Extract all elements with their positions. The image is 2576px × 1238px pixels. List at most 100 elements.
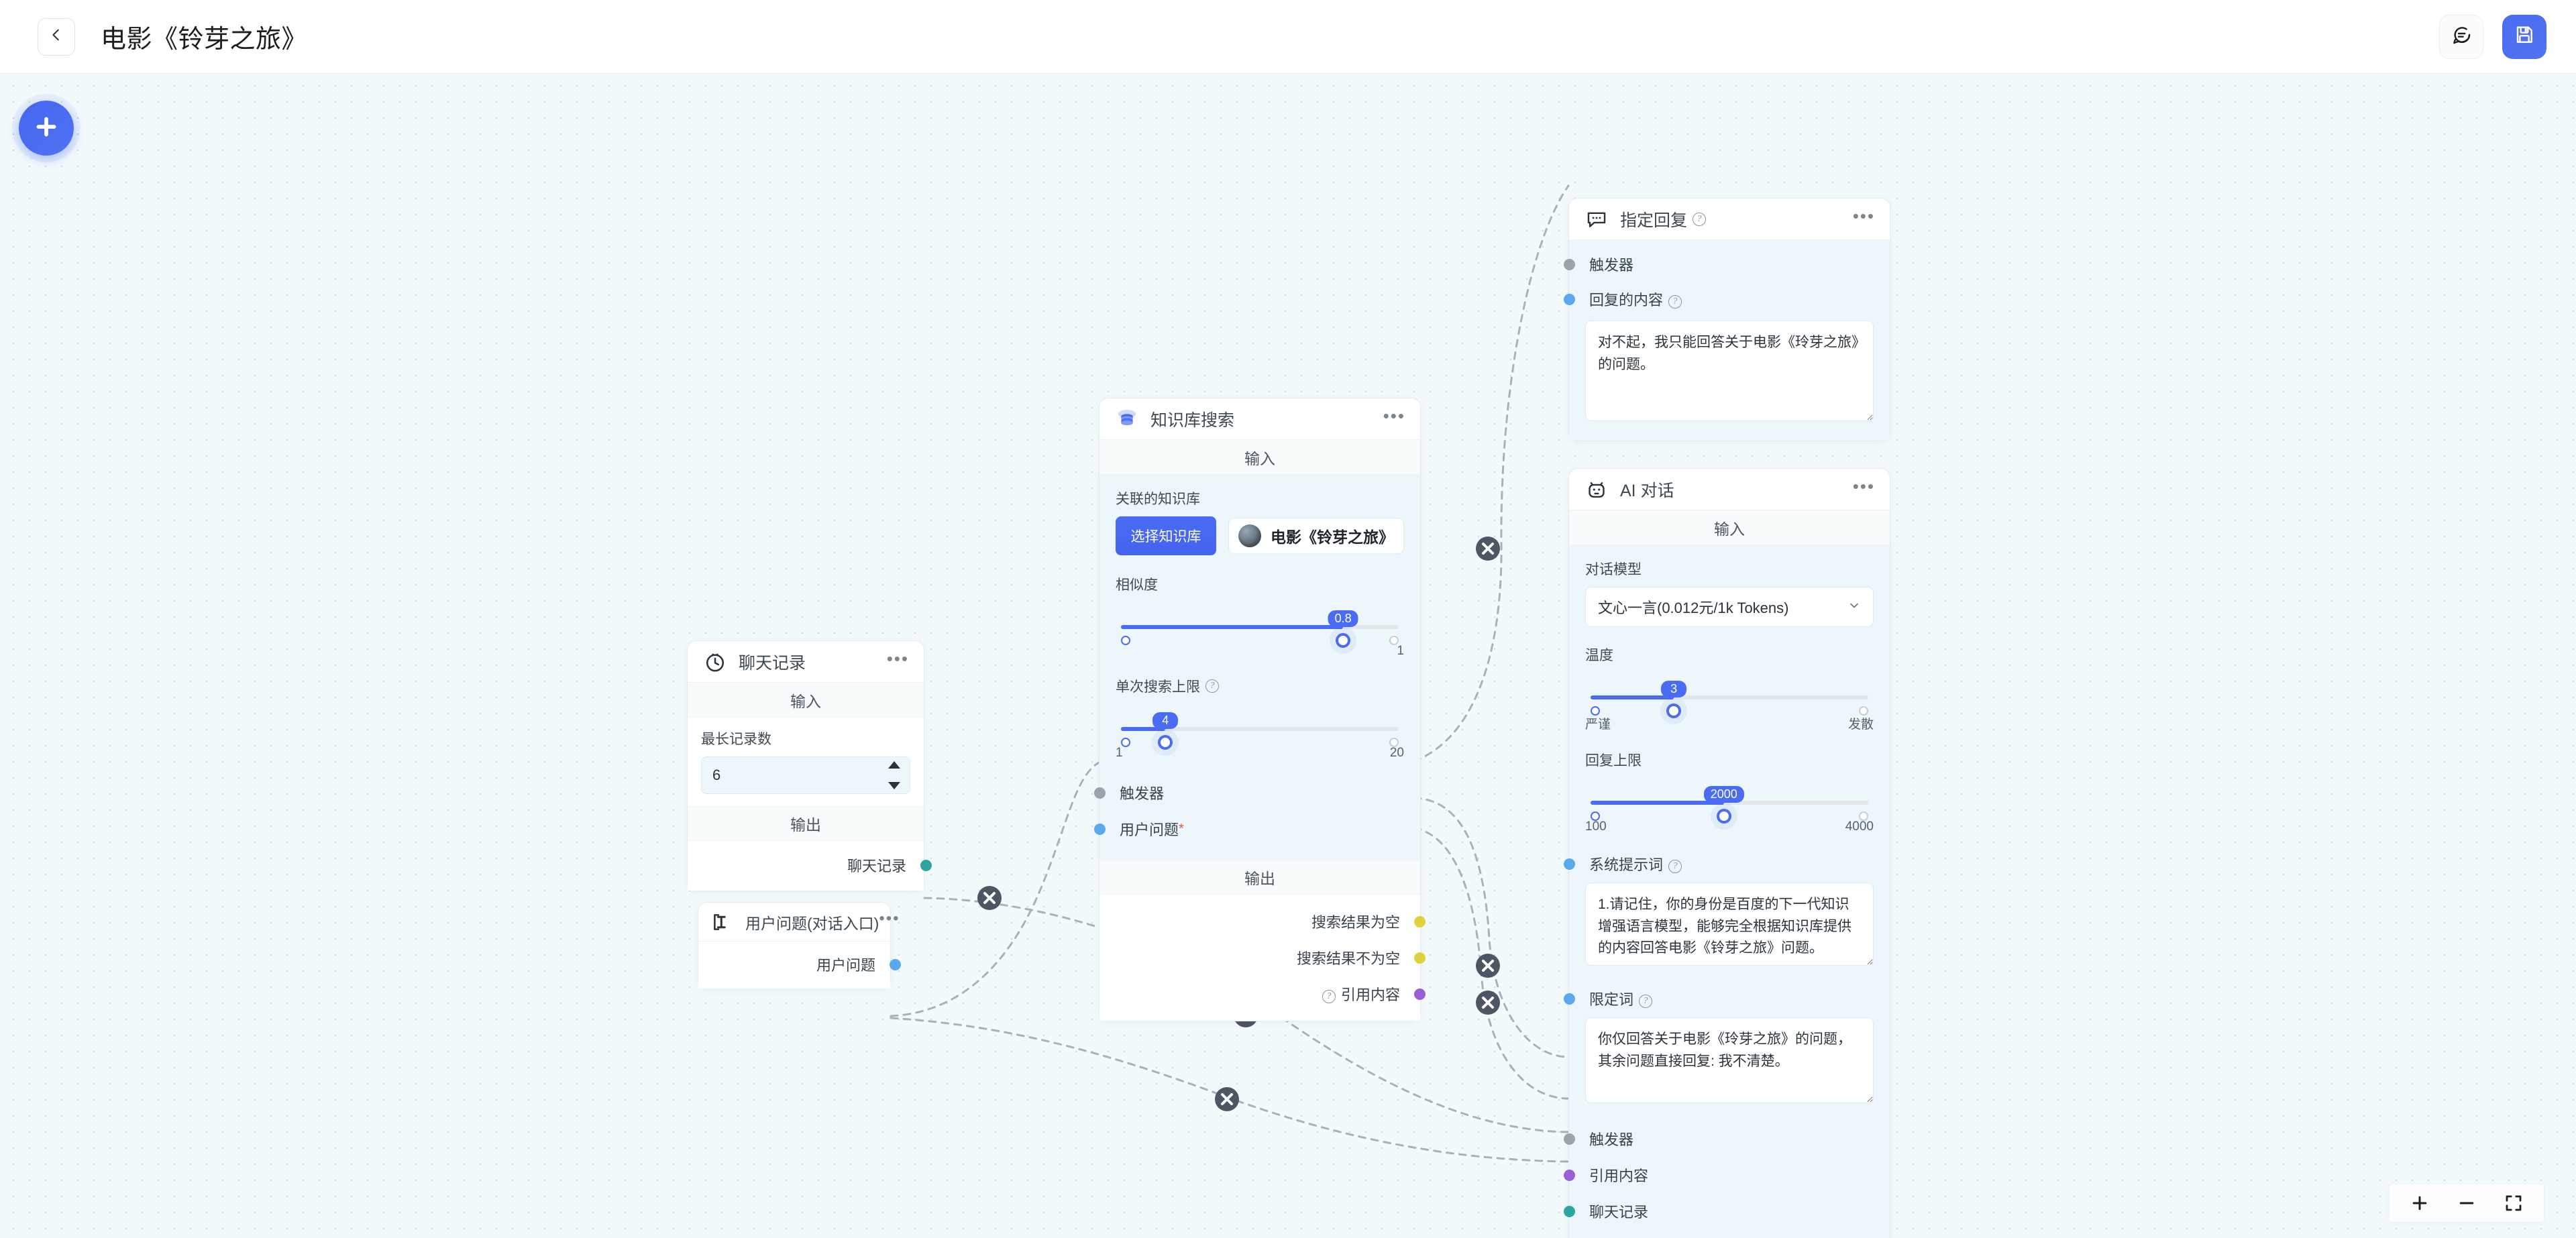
port-empty-result-out[interactable]: 搜索结果为空 — [1116, 907, 1426, 936]
port-user-question-in[interactable]: 用户问题 * — [1585, 1233, 1874, 1238]
robot-icon — [1584, 477, 1609, 502]
stepper-up-icon[interactable] — [888, 761, 900, 769]
port-trigger-in[interactable]: 触发器 — [1564, 1124, 1874, 1153]
port-label: 引用内容 — [1340, 987, 1400, 1003]
port-dot[interactable] — [1564, 1205, 1575, 1217]
edge-delete-button[interactable] — [1476, 954, 1500, 978]
temperature-value: 3 — [1661, 681, 1687, 697]
help-icon[interactable]: ? — [1693, 212, 1707, 226]
node-user-question[interactable]: 用户问题(对话入口) ••• 用户问题 — [698, 902, 901, 989]
port-chat-history-out[interactable]: 聊天记录 — [701, 850, 932, 880]
port-trigger-in[interactable]: 触发器 — [1094, 778, 1404, 807]
required-mark: * — [1179, 821, 1184, 836]
fit-screen-button[interactable] — [2504, 1193, 2524, 1213]
port-dot[interactable] — [890, 958, 901, 970]
slider-min-label: 严谨 — [1585, 718, 1611, 732]
port-dot[interactable] — [1094, 823, 1106, 835]
node-menu-button[interactable]: ••• — [879, 909, 900, 927]
help-icon[interactable]: ? — [1322, 985, 1336, 1003]
back-button[interactable] — [38, 17, 75, 56]
port-user-question-out[interactable]: 用户问题 — [709, 950, 901, 979]
comment-button[interactable] — [2439, 14, 2483, 59]
workflow-canvas[interactable]: 指定回复 ? ••• 触发器 回复的内容 ? — [0, 74, 2576, 1238]
port-user-question-in[interactable]: 用户问题 * — [1094, 814, 1404, 844]
plus-icon — [33, 113, 60, 144]
slider-track: 3 — [1591, 681, 1868, 718]
port-reply-content-in[interactable]: 回复的内容 ? — [1564, 284, 1874, 314]
help-icon[interactable]: ? — [1668, 855, 1682, 873]
search-limit-slider[interactable]: 4 — [1116, 712, 1404, 750]
port-dot[interactable] — [1564, 858, 1575, 870]
port-dot[interactable] — [1094, 787, 1106, 799]
port-label: 引用内容 — [1589, 1168, 1649, 1184]
stepper-down-icon[interactable] — [888, 782, 900, 789]
node-menu-button[interactable]: ••• — [886, 648, 909, 669]
node-menu-button[interactable]: ••• — [1852, 475, 1875, 496]
port-dot[interactable] — [1564, 993, 1575, 1005]
port-system-prompt-in[interactable]: 系统提示词 ? — [1564, 849, 1874, 879]
top-bar: 电影《铃芽之旅》 — [0, 0, 2576, 74]
model-select[interactable]: 文心一言(0.012元/1k Tokens) — [1585, 587, 1874, 627]
node-chat-history[interactable]: 聊天记录 ••• 输入 最长记录数 6 输出 聊天记录 — [687, 640, 932, 891]
save-button[interactable] — [2502, 14, 2546, 59]
max-records-stepper[interactable]: 6 — [701, 756, 910, 794]
kb-chip[interactable]: 电影《铃芽之旅》 — [1228, 518, 1404, 554]
edge-delete-button[interactable] — [977, 886, 1002, 910]
input-section-label: 输入 — [688, 683, 924, 718]
port-qualifier-in[interactable]: 限定词 ? — [1564, 984, 1874, 1013]
port-dot[interactable] — [1564, 258, 1575, 270]
port-dot[interactable] — [1564, 293, 1575, 305]
node-title: 用户问题(对话入口) — [745, 914, 879, 932]
help-icon[interactable]: ? — [1668, 290, 1682, 308]
stepper-arrows[interactable] — [888, 761, 900, 789]
port-dot[interactable] — [1564, 1169, 1575, 1181]
node-header: AI 对话 ••• — [1569, 469, 1890, 510]
node-menu-button[interactable]: ••• — [1852, 205, 1875, 226]
slider-min-label: 100 — [1585, 820, 1607, 834]
slider-max-label: 4000 — [1845, 820, 1874, 834]
search-limit-label: 单次搜索上限 ? — [1116, 676, 1404, 696]
node-menu-button[interactable]: ••• — [1383, 405, 1405, 426]
qualifier-label: 限定词 — [1589, 991, 1634, 1008]
node-specified-reply[interactable]: 指定回复 ? ••• 触发器 回复的内容 ? — [1564, 198, 1890, 441]
search-limit-value: 4 — [1152, 712, 1179, 729]
port-label: 用户问题 — [816, 957, 875, 974]
port-quoted-content-in[interactable]: 引用内容 — [1564, 1160, 1874, 1190]
clock-icon — [702, 649, 728, 675]
port-label: 搜索结果为空 — [1311, 914, 1400, 931]
add-node-button[interactable] — [19, 101, 74, 156]
zoom-out-button[interactable] — [2457, 1193, 2477, 1213]
system-prompt-textarea[interactable] — [1585, 883, 1874, 966]
top-bar-actions — [2439, 14, 2546, 59]
slider-max-label: 20 — [1389, 746, 1404, 760]
select-kb-button[interactable]: 选择知识库 — [1116, 516, 1216, 555]
port-quoted-content-out[interactable]: ? 引用内容 — [1116, 979, 1426, 1009]
port-trigger-in[interactable]: 触发器 — [1564, 249, 1874, 279]
qualifier-textarea[interactable] — [1585, 1017, 1874, 1103]
similarity-slider[interactable]: 0.8 — [1116, 610, 1404, 648]
port-dot[interactable] — [1414, 952, 1426, 964]
temperature-slider[interactable]: 3 — [1585, 681, 1874, 718]
temperature-range: 严谨 发散 — [1585, 714, 1874, 732]
node-ai-dialog[interactable]: AI 对话 ••• 输入 对话模型 文心一言(0.012元/1k Tokens)… — [1564, 468, 1890, 1238]
port-dot[interactable] — [1564, 1133, 1575, 1145]
port-dot[interactable] — [1414, 988, 1426, 1000]
edge-delete-button[interactable] — [1215, 1087, 1239, 1111]
reply-limit-slider[interactable]: 2000 — [1585, 786, 1874, 824]
help-icon[interactable]: ? — [1205, 679, 1219, 693]
port-dot[interactable] — [1414, 915, 1426, 927]
help-icon[interactable]: ? — [1639, 990, 1653, 1008]
similarity-range: 1 — [1116, 644, 1404, 659]
port-dot[interactable] — [920, 859, 932, 871]
slider-track: 4 — [1121, 712, 1399, 750]
system-prompt-label: 系统提示词 — [1589, 856, 1664, 873]
port-label: 触发器 — [1589, 1131, 1634, 1148]
edge-delete-button[interactable] — [1476, 537, 1500, 561]
node-kb-search[interactable]: 知识库搜索 ••• 输入 关联的知识库 选择知识库 电影《铃芽之旅》 相似度 0… — [1094, 398, 1426, 1021]
text-cursor-icon — [709, 909, 735, 935]
port-chat-history-in[interactable]: 聊天记录 — [1564, 1196, 1874, 1226]
port-nonempty-result-out[interactable]: 搜索结果不为空 — [1116, 943, 1426, 972]
zoom-in-button[interactable] — [2410, 1193, 2430, 1213]
edge-delete-button[interactable] — [1476, 991, 1500, 1015]
reply-content-textarea[interactable] — [1585, 321, 1874, 421]
